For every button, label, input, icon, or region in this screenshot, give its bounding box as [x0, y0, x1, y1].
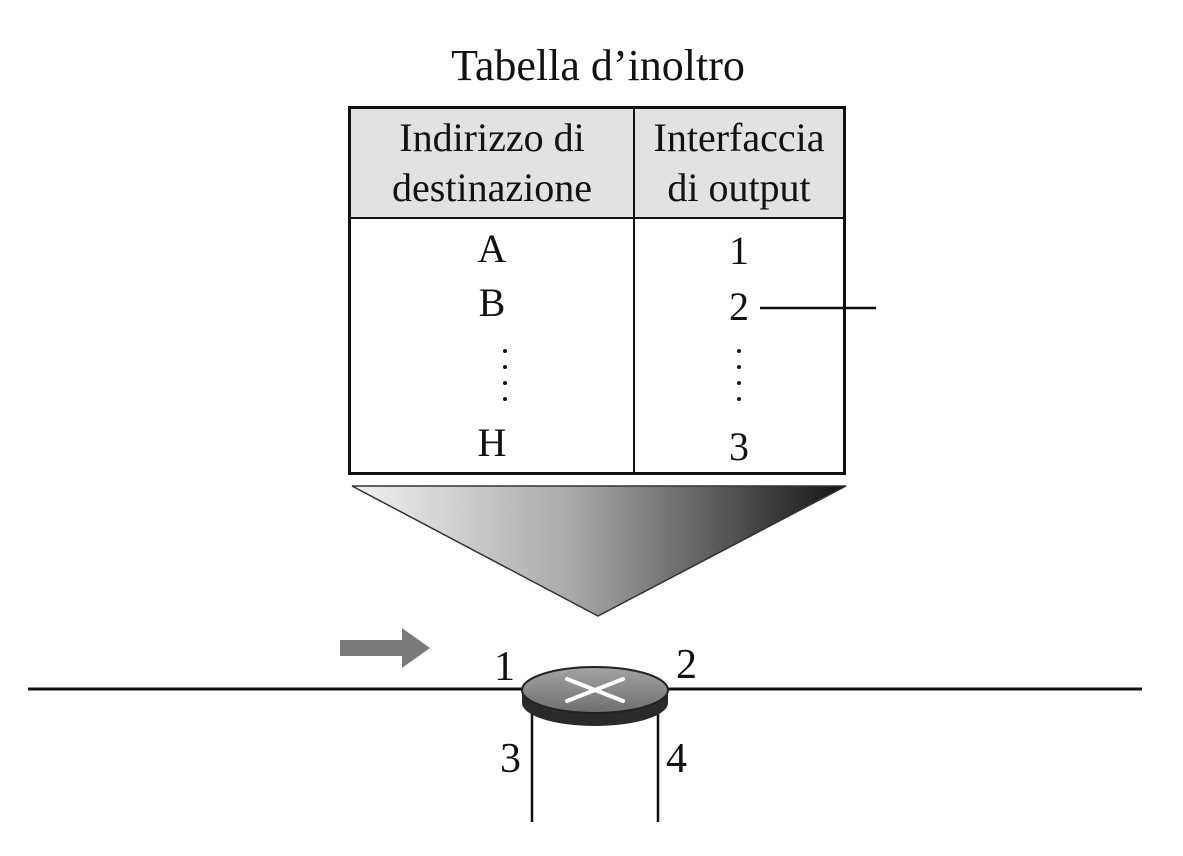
forwarding-table: Indirizzo di destinazione Interfaccia di… — [348, 106, 846, 475]
header-destination-line1: Indirizzo di — [399, 115, 585, 160]
router-port-label: 2 — [676, 642, 697, 688]
lookup-funnel — [351, 485, 847, 617]
router-port-label: 4 — [666, 736, 687, 782]
header-interface-line2: di output — [667, 165, 811, 210]
router-icon — [521, 666, 669, 726]
row-destination: B — [478, 280, 506, 325]
row-destination: H — [477, 420, 507, 465]
header-interface-line1: Interfaccia — [653, 115, 825, 160]
ellipsis-dots — [503, 349, 509, 413]
row-interface: 2 — [729, 284, 749, 329]
row-destination: A — [477, 226, 507, 271]
router-port-label: 3 — [500, 736, 521, 782]
router-port-label: 1 — [494, 644, 515, 690]
column-divider — [633, 109, 635, 472]
row-interface: 1 — [729, 228, 749, 273]
row-interface: 3 — [729, 424, 749, 469]
header-interface: Interfaccia di output — [635, 113, 843, 213]
ellipsis-dots — [737, 349, 743, 413]
table-header: Indirizzo di destinazione Interfaccia di… — [351, 109, 843, 219]
header-destination-line2: destinazione — [392, 165, 592, 210]
incoming-packet-arrow-icon — [340, 628, 430, 668]
header-destination: Indirizzo di destinazione — [351, 113, 633, 213]
table-title: Tabella d’inoltro — [451, 41, 745, 90]
